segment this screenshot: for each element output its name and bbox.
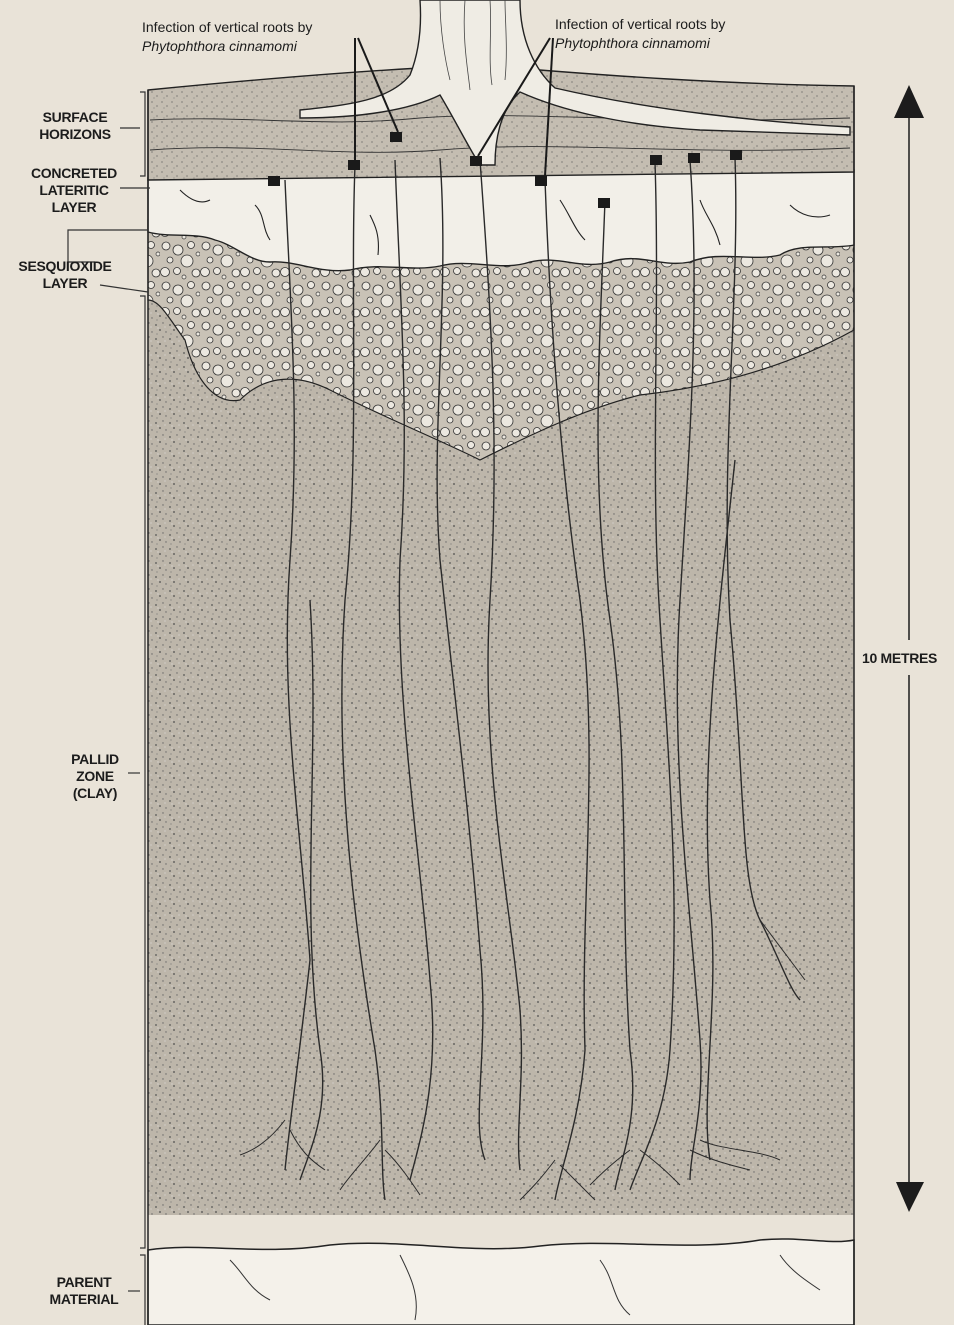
annotation-right-line2: Phytophthora cinnamomi: [555, 35, 710, 51]
annotation-left-line2: Phytophthora cinnamomi: [142, 38, 297, 54]
scale-arrow-down-icon: [896, 1182, 924, 1212]
soil-column: [148, 68, 854, 1325]
scale-arrow-up-icon: [894, 85, 924, 118]
label-surface-horizons: SURFACE HORIZONS: [26, 109, 124, 143]
label-pallid-zone: PALLID ZONE (CLAY): [62, 751, 128, 802]
scale-bar: [894, 85, 924, 1212]
scale-label: 10 METRES: [862, 650, 954, 667]
label-parent-material: PARENT MATERIAL: [36, 1274, 132, 1308]
label-concreted-lateritic-layer: CONCRETED LATERITIC LAYER: [16, 165, 132, 216]
parent-material: [148, 1239, 854, 1325]
annotation-right-line1: Infection of vertical roots by: [555, 15, 725, 34]
annotation-right: Infection of vertical roots by Phytophth…: [555, 15, 725, 53]
concreted-lateritic-layer: [148, 170, 854, 271]
annotation-left-line1: Infection of vertical roots by: [142, 18, 312, 37]
label-sesquioxide-layer: SESQUIOXIDE LAYER: [6, 258, 124, 292]
annotation-left: Infection of vertical roots by Phytophth…: [142, 18, 312, 56]
